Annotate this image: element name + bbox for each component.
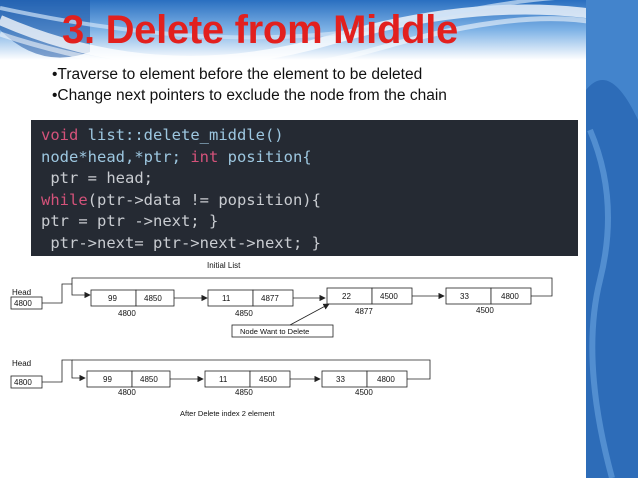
node-next: 4500 — [259, 375, 277, 384]
node-next: 4800 — [501, 292, 519, 301]
bullet-item: •Change next pointers to exclude the nod… — [52, 87, 447, 104]
code-function: list::delete_middle() — [87, 126, 284, 144]
node-address: 4500 — [355, 388, 373, 397]
node-data-cell — [204, 370, 251, 388]
node-data: 22 — [342, 292, 351, 301]
code-line: ptr = ptr ->next; } — [41, 212, 219, 230]
head-value: 4800 — [14, 299, 32, 308]
node-data: 11 — [222, 294, 231, 303]
node-next: 4800 — [377, 375, 395, 384]
after-list-caption: After Delete index 2 element — [180, 409, 276, 418]
node-address: 4850 — [235, 388, 253, 397]
bullet-item: •Traverse to element before the element … — [52, 66, 423, 83]
head-value: 4800 — [14, 378, 32, 387]
code-line: ptr->next= ptr->next->next; } — [41, 233, 321, 252]
code-keyword: while — [41, 190, 88, 209]
head-pointer — [42, 359, 86, 383]
code-text: node*head,*ptr; — [41, 147, 191, 166]
callout-box — [231, 324, 334, 338]
node-data: 99 — [103, 375, 112, 384]
node-next: 4850 — [140, 375, 158, 384]
node-data-cell — [207, 289, 254, 307]
slide-title: 3. Delete from Middle — [62, 8, 459, 52]
code-line: while(ptr->data != popsition){ — [41, 190, 578, 212]
circular-pointer — [71, 277, 553, 297]
node-address: 4877 — [355, 307, 373, 316]
code-text — [78, 126, 87, 144]
circular-pointer — [72, 359, 431, 380]
node-next: 4877 — [261, 294, 279, 303]
callout-text: Node Want to Delete — [240, 327, 309, 336]
node-address: 4800 — [118, 388, 136, 397]
node-address: 4850 — [235, 309, 253, 318]
node-address: 4500 — [476, 306, 494, 315]
node-next: 4500 — [380, 292, 398, 301]
code-keyword: int — [190, 147, 219, 166]
code-line: void list::delete_middle() — [41, 125, 578, 147]
node-address: 4800 — [118, 309, 136, 318]
bullet-list: •Traverse to element before the element … — [52, 64, 447, 106]
node-data: 33 — [460, 292, 469, 301]
code-keyword: void — [41, 126, 79, 144]
node-data: 33 — [336, 375, 345, 384]
initial-list-caption: Initial List — [207, 261, 241, 270]
code-line: node*head,*ptr; int position{ — [41, 147, 578, 169]
code-line: ptr = head; — [41, 169, 153, 187]
node-data: 99 — [108, 294, 117, 303]
node-next: 4850 — [144, 294, 162, 303]
code-text: (ptr->data != popsition){ — [87, 190, 321, 209]
head-label: Head — [12, 359, 31, 368]
code-text: position{ — [218, 147, 312, 166]
code-block: void list::delete_middle() node*head,*pt… — [31, 120, 578, 256]
head-label: Head — [12, 288, 31, 297]
head-pointer — [42, 283, 91, 304]
callout-arrow — [289, 303, 330, 326]
node-data: 11 — [219, 375, 228, 384]
linked-list-diagram: Initial List Head 4800 99 4850 4800 11 4… — [10, 261, 553, 418]
